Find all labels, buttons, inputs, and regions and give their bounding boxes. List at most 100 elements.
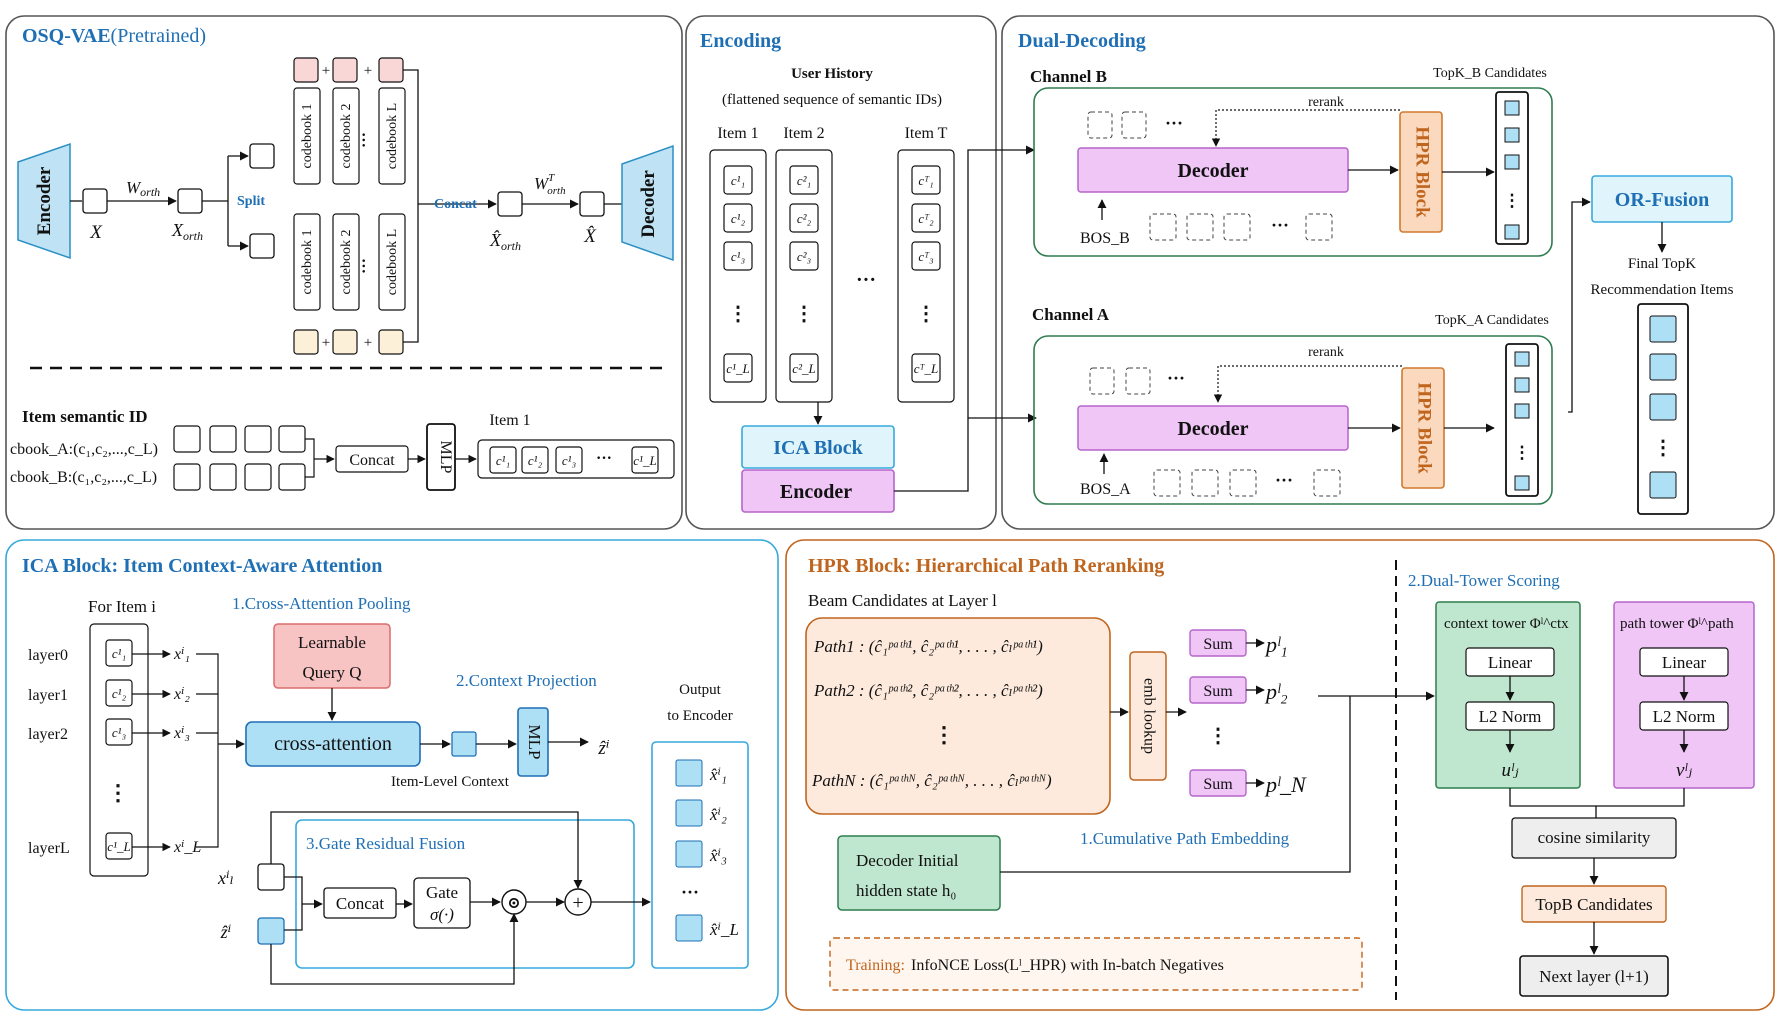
- x-orth-label: Xorth: [171, 220, 203, 243]
- gate-label: Gate: [426, 883, 458, 902]
- x-square: [82, 188, 108, 214]
- output-x-label: x̂ⁱ₂: [709, 805, 727, 824]
- topk-b-items: [1504, 100, 1520, 240]
- cosine-similarity-label: cosine similarity: [1538, 828, 1651, 847]
- codebook-box: [293, 213, 321, 311]
- training-box: [829, 937, 1363, 991]
- bos-b-label: BOS_B: [1080, 230, 1130, 247]
- linear-label: Linear: [1662, 653, 1707, 672]
- channel-a-label: Channel A: [1032, 305, 1110, 324]
- ica-block-label: ICA Block: [773, 437, 863, 459]
- codebook-label: codebook 1: [300, 104, 315, 169]
- semantic-id-chip: [789, 203, 819, 233]
- vdots: ⋮: [794, 303, 814, 325]
- plus-sign: +: [322, 335, 330, 351]
- vdots: ⋮: [728, 303, 748, 325]
- xl-label: xⁱₗ: [217, 868, 234, 888]
- hpr-step2-label: 2.Dual-Tower Scoring: [1408, 571, 1560, 590]
- channel-a-dashed-tokens: [1089, 367, 1151, 395]
- final-topk-items: [1649, 315, 1677, 499]
- semantic-id-chip: [555, 446, 583, 474]
- l2norm-label: L2 Norm: [1479, 707, 1542, 726]
- semantic-id-chip-label: c¹_L: [107, 839, 130, 854]
- step3-label: 3.Gate Residual Fusion: [306, 834, 466, 853]
- semantic-id-chip-label: cᵀ₁: [918, 173, 933, 188]
- topk-b-label: TopK_B Candidates: [1433, 66, 1547, 81]
- query-label: Query Q: [302, 663, 361, 682]
- topk-a-items: [1514, 351, 1530, 491]
- codeword-square: [378, 329, 404, 355]
- beam-candidates-label: Beam Candidates at Layer l: [808, 591, 997, 610]
- codebook-label: codebook 2: [339, 230, 354, 295]
- semantic-id-chip: [105, 832, 133, 860]
- vdots: ⋮: [1208, 725, 1228, 747]
- context-vector-square: [451, 731, 477, 757]
- output-x-label: x̂ⁱ_L: [709, 920, 739, 939]
- codebook-box: [332, 87, 360, 185]
- channel-b-box: [1033, 87, 1553, 257]
- path2-label: Path2 : (ĉ₁ᵖᵃᵗʰ², ĉ₂ᵖᵃᵗʰ², . . . , ĉₗᵖᵃᵗ…: [813, 681, 1043, 700]
- semantic-id-chip: [723, 353, 753, 383]
- oplus-label: +: [572, 892, 583, 914]
- emb-lookup-label: emb lookup: [1140, 678, 1157, 754]
- split-top-square: [249, 143, 275, 169]
- user-history-label: User History: [791, 66, 873, 82]
- mlp-box: [426, 423, 456, 491]
- semantic-id-chip-label: cᵀ₃: [918, 249, 933, 264]
- osq-vae-panel: [5, 15, 683, 530]
- semantic-id-chip: [105, 679, 133, 707]
- osq-encoder-shape: [17, 142, 71, 260]
- cbook-a-label: cbook_A:(c₁,c₂,...,c_L): [10, 441, 158, 458]
- history-item-label: Item 1: [717, 125, 758, 142]
- dots: ···: [1271, 215, 1289, 235]
- semantic-id-chip-label: c²₂: [797, 211, 812, 226]
- codebook-label: codebook 1: [300, 230, 315, 295]
- topk-a-label: TopK_A Candidates: [1435, 313, 1549, 328]
- ica-panel: [5, 539, 779, 1011]
- semantic-id-chip: [911, 353, 941, 383]
- plus-sign: +: [364, 63, 372, 79]
- encoding-panel: [685, 15, 997, 530]
- semantic-id-chip: [723, 241, 753, 271]
- codebook-label: codebook 2: [339, 104, 354, 169]
- z-hat-label: ẑⁱ: [597, 738, 609, 759]
- codebook-label: codebook L: [385, 229, 400, 295]
- path1-label: Path1 : (ĉ₁ᵖᵃᵗʰ¹, ĉ₂ᵖᵃᵗʰ¹, . . . , ĉₗᵖᵃᵗ…: [813, 637, 1043, 656]
- to-encoder-label: to Encoder: [667, 708, 732, 724]
- output-x-label: x̂ⁱ₃: [709, 846, 727, 865]
- semantic-id-chip: [521, 446, 549, 474]
- for-item-label: For Item i: [88, 597, 156, 616]
- zi-label: ẑⁱ: [220, 922, 232, 942]
- semantic-id-chip-label: c¹₃: [562, 453, 576, 468]
- codebook-box: [332, 213, 360, 311]
- channel-b-target-tokens: [1149, 213, 1333, 241]
- cbook-b-squares: [173, 463, 306, 491]
- history-item-label: Item T: [905, 125, 948, 142]
- codeword-square: [332, 329, 358, 355]
- emb-lookup-box: [1129, 651, 1167, 781]
- xhat-label: X̂: [583, 226, 597, 247]
- item-level-context-label: Item-Level Context: [391, 774, 510, 790]
- sigma-label: σ(·): [430, 905, 454, 924]
- output-squares: [675, 759, 703, 942]
- cbook-b-label: cbook_B:(c₁,c₂,...,c_L): [10, 469, 157, 486]
- output-dots: ···: [681, 882, 699, 902]
- x-label: xⁱ₁: [173, 646, 190, 663]
- semantic-id-chip: [911, 203, 941, 233]
- semantic-id-chip: [789, 353, 819, 383]
- semantic-id-chip: [105, 718, 133, 746]
- osq-decoder-shape: [621, 144, 674, 262]
- encoder-label: Encoder: [780, 481, 852, 503]
- codebook-box: [293, 87, 321, 185]
- sum-label: Sum: [1203, 636, 1233, 653]
- dots: ···: [1275, 470, 1293, 490]
- u-label: uˡⱼ: [1501, 760, 1518, 781]
- linear-label: Linear: [1488, 653, 1533, 672]
- osq-decoder-label: Decoder: [638, 170, 659, 238]
- chip-dots: ···: [596, 450, 612, 467]
- layer-label: layerL: [28, 840, 70, 857]
